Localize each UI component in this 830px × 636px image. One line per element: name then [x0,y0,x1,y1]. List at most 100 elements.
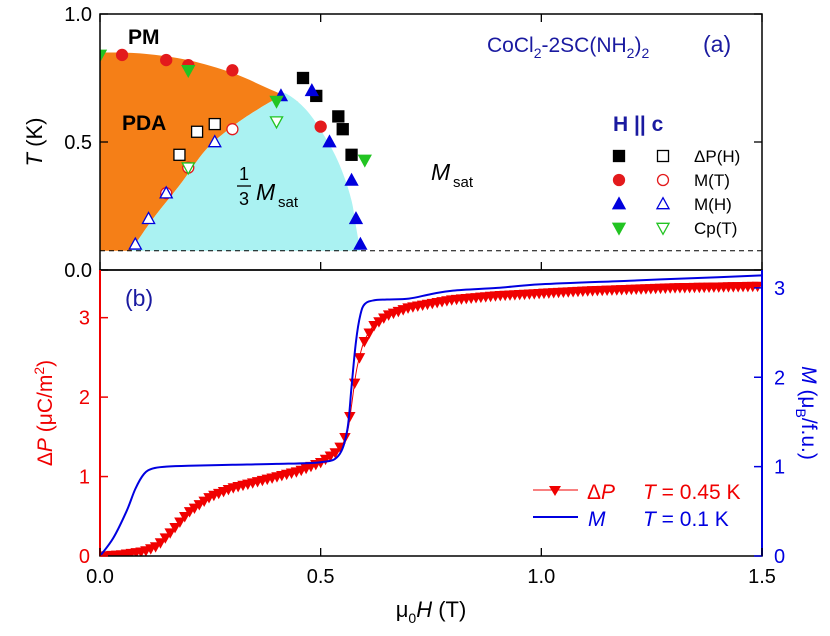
point-cp-t-filled [357,154,372,168]
legend-m-t-filled-marker [612,173,626,187]
point-m-t-filled [115,48,129,62]
point-m-t-filled [160,53,173,67]
x-tick-label: 0.5 [307,566,335,588]
x-axis-label: μ0H (T) [396,597,467,626]
point-m-h-filled [322,134,337,148]
phase-regions [100,52,361,251]
point-p-h-open [173,148,186,161]
delta-p-marker [378,313,390,324]
point-cp-t-filled [181,64,196,78]
delta-p-marker [198,496,210,508]
pda-region [100,52,299,251]
point-cp-t-filled [100,49,108,63]
x-tick-label: 1.5 [748,566,776,588]
y-tick-label-a: 0.5 [64,132,92,154]
point-p-h-filled [345,148,358,161]
magnetization-line [100,274,762,556]
svg-text:M (μB/f.u.): M (μB/f.u.) [793,366,820,460]
delta-p-marker [188,503,201,515]
delta-p-marker [368,321,380,332]
svg-text:μ0H (T): μ0H (T) [396,597,467,626]
panel-a-label: (a) [703,31,731,57]
delta-p-marker [363,328,375,339]
y-tick-label-left: 0 [79,546,90,568]
delta-p-marker [159,533,172,544]
delta-p-marker [154,538,167,549]
svg-text:M: M [588,508,606,531]
svg-text:M: M [431,159,451,185]
svg-text:T = 0.45 K: T = 0.45 K [643,481,740,504]
third-plateau-region [130,92,361,251]
point-p-h-filled [336,123,349,136]
point-p-h-open [208,117,221,131]
point-m-t-filled [226,64,239,77]
delta-p-marker [164,528,176,539]
point-p-h-filled [296,71,310,85]
svg-text:1: 1 [239,164,249,184]
legend-cp-t-label: Cp(T) [694,219,737,238]
delta-p-marker [751,281,762,293]
delta-p-marker [329,448,341,459]
y-tick-label-right: 1 [774,457,785,479]
point-m-t-filled [314,120,327,133]
panel-a: 0.0 0.5 1.0 PM PDA 1 3 M sat M sat CoCl2-2… [22,4,763,282]
point-m-h-filled [344,172,359,186]
svg-text:T = 0.1 K: T = 0.1 K [643,508,729,531]
point-cp-t-filled [269,95,284,109]
svg-text:3: 3 [239,189,249,209]
delta-p-markers [100,281,762,556]
legend-p-h-label: ΔP(H) [694,147,740,166]
svg-text:ΔP: ΔP [587,481,615,504]
panel-b-label: (b) [125,285,153,311]
legend-cp-t-open-marker [655,222,671,236]
delta-p-marker [324,451,337,462]
compound-formula: CoCl2-2SC(NH2)2 [487,34,649,61]
point-p-h-filled [332,110,345,123]
legend-m-h-filled-marker [611,196,627,210]
x-tick-label: 0.0 [86,566,114,588]
svg-text:ΔP (μC/m2): ΔP (μC/m2) [31,360,57,466]
legend-cp-t-filled-marker [611,222,627,236]
phase-saturated-label: M sat [431,159,474,191]
legend-m-h-open-marker [655,196,671,210]
point-m-h-open [128,236,143,250]
point-p-h-open [190,125,204,138]
svg-text:sat: sat [453,174,474,191]
svg-text:sat: sat [278,194,299,211]
point-m-t-open [226,123,239,136]
point-m-h-open [159,185,174,199]
phase-third-plateau-label: 1 3 M sat [237,164,299,211]
panel-a-legend: ΔP(H)M(T)M(H)Cp(T) [611,147,740,238]
y-tick-label-left: 2 [79,387,90,409]
svg-text:M: M [256,179,276,205]
delta-p-marker [149,542,162,553]
point-cp-t-open [269,116,284,130]
delta-p-marker [179,512,191,523]
point-m-h-open [141,211,156,225]
point-m-h-filled [353,236,368,250]
y-tick-label-a: 0.0 [64,260,92,282]
y-tick-label-left: 3 [79,308,90,330]
delta-p-marker [353,353,366,364]
panel-a-points [100,48,372,250]
legend-title: H || c [613,113,664,136]
phase-pda-label: PDA [122,112,166,135]
y-axis-label-a: T (K) [22,118,47,167]
svg-text:T (K): T (K) [22,118,47,167]
y-tick-label-a: 1.0 [64,4,92,26]
delta-p-marker [358,337,371,348]
panel-b-legend: ΔP T = 0.45 K M T = 0.1 K [533,481,740,531]
delta-p-marker [373,317,385,328]
y-tick-label-right: 2 [774,367,785,389]
svg-text:CoCl2-2SC(NH2)2: CoCl2-2SC(NH2)2 [487,34,649,61]
delta-p-marker [319,454,332,466]
delta-p-marker [193,500,206,511]
y-axis-label-left: ΔP (μC/m2) [31,360,57,466]
point-m-h-filled [304,83,319,97]
delta-p-marker [174,517,186,528]
delta-p-marker [169,522,181,534]
delta-p-marker [183,507,196,518]
phase-pm-label: PM [128,26,160,49]
